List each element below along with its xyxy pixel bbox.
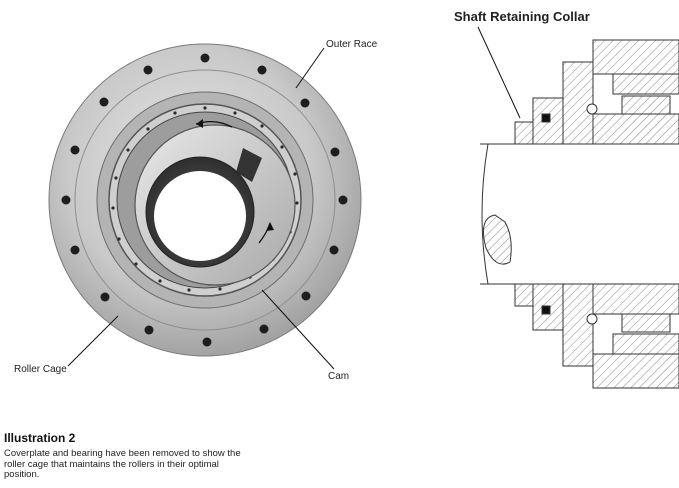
caption-body: Coverplate and bearing have been removed… [4,448,241,480]
label-cam: Cam [328,371,350,382]
label-roller-cage: Roller Cage [14,364,67,375]
bore-opening [154,171,246,261]
caption-title: Illustration 2 [4,431,76,445]
label-shaft-collar: Shaft Retaining Collar [454,9,590,24]
label-outer-race: Outer Race [326,39,378,50]
bolt-holes [61,53,348,347]
cross-section [480,39,679,389]
figure-caption: Illustration 2 Coverplate and bearing ha… [4,431,244,481]
keyway [236,148,262,182]
